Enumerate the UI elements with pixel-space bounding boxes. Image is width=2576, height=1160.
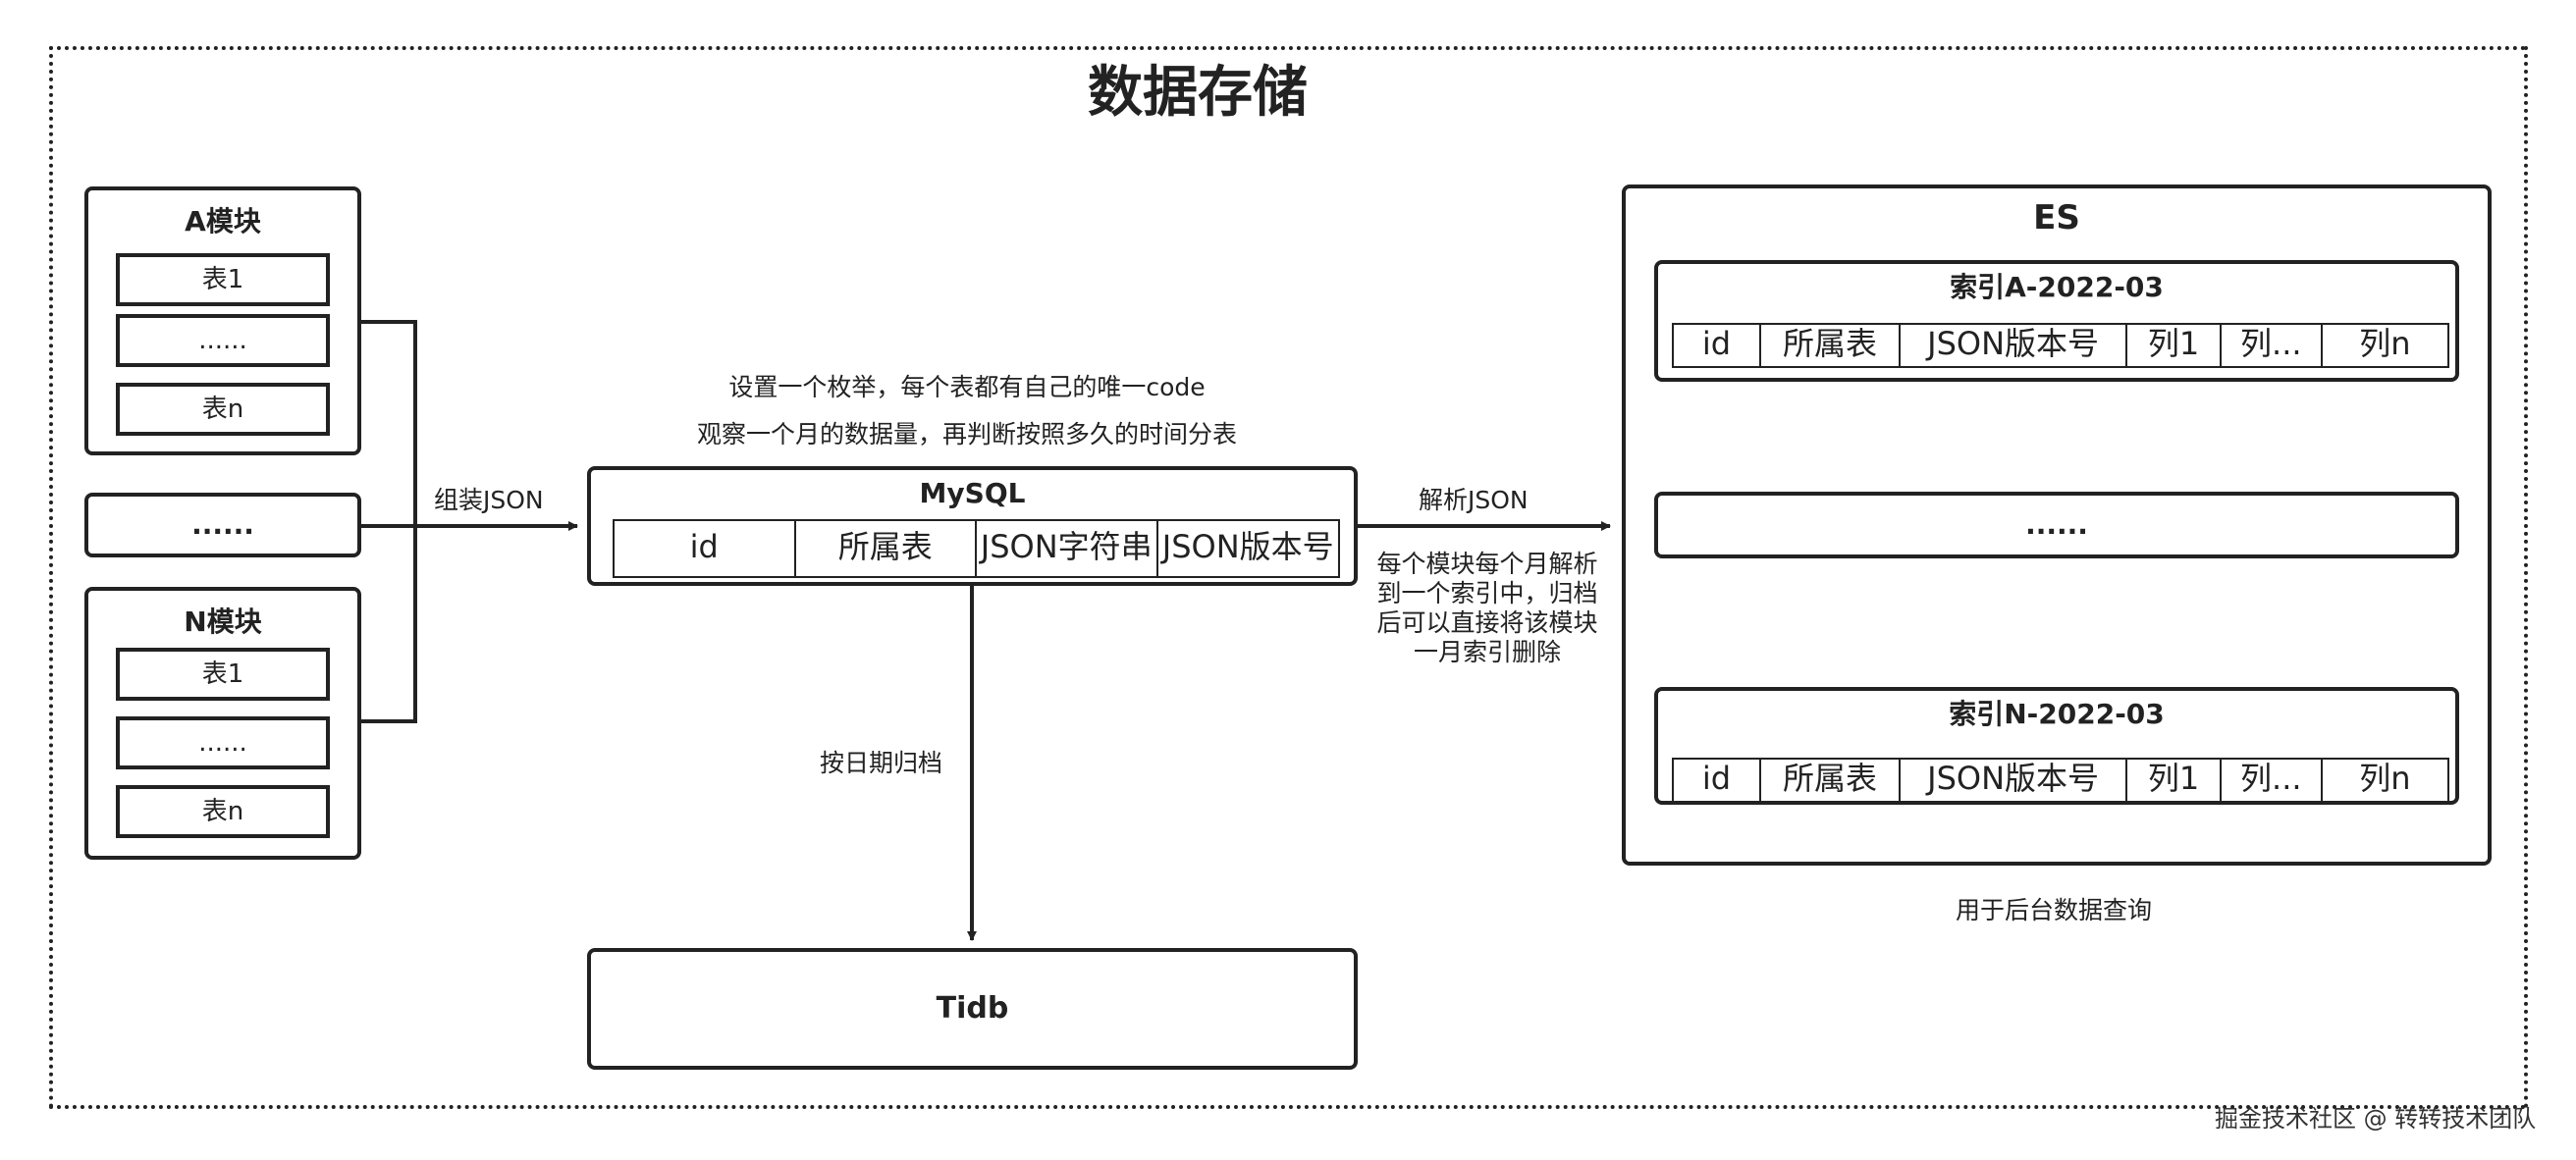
es-a-col-n: 列n xyxy=(2359,325,2411,362)
module-n-title: N模块 xyxy=(184,606,262,638)
module-n-table-ellipsis: ...... xyxy=(116,716,330,769)
es-n-col-n: 列n xyxy=(2359,760,2411,797)
es-caption: 用于后台数据查询 xyxy=(1955,896,2152,924)
diagram-title: 数据存储 xyxy=(1088,61,1308,125)
es-a-col-ellipsis: 列... xyxy=(2222,325,2323,366)
mysql-col-json-string: JSON字符串 xyxy=(977,521,1158,576)
module-ellipsis-box: ...... xyxy=(84,493,361,557)
module-a-title: A模块 xyxy=(185,205,261,237)
parse-note-line: 一月索引删除 xyxy=(1413,638,1561,666)
es-a-col-table: 所属表 xyxy=(1761,325,1902,366)
mysql-columns-row: id 所属表 JSON字符串 JSON版本号 xyxy=(613,519,1340,578)
es-n-col-json-version: JSON版本号 xyxy=(1901,760,2128,801)
watermark: 掘金技术社区 @ 转转技术团队 xyxy=(2215,1105,2537,1133)
es-index-a-box: 索引A-2022-03 id 所属表 JSON版本号 列1 列... 列n xyxy=(1654,260,2459,382)
es-index-a-columns: id 所属表 JSON版本号 列1 列... 列n xyxy=(1672,323,2449,368)
mysql-box: MySQL id 所属表 JSON字符串 JSON版本号 xyxy=(587,466,1358,586)
mysql-title: MySQL xyxy=(919,477,1026,509)
es-index-n-box: 索引N-2022-03 id 所属表 JSON版本号 列1 列... 列n xyxy=(1654,687,2459,805)
parse-json-label: 解析JSON xyxy=(1419,486,1529,514)
module-a-connector xyxy=(361,320,417,723)
parse-json-note: 每个模块每个月解析 到一个索引中，归档 后可以直接将该模块 一月索引删除 xyxy=(1369,550,1605,667)
es-index-n-columns: id 所属表 JSON版本号 列1 列... 列n xyxy=(1672,758,2449,803)
module-a-table-ellipsis: ...... xyxy=(116,314,330,367)
mysql-note-enum: 设置一个枚举，每个表都有自己的唯一code xyxy=(728,373,1206,401)
mysql-col-json-version: JSON版本号 xyxy=(1161,528,1334,565)
es-a-col-json-version: JSON版本号 xyxy=(1901,325,2128,366)
module-n-table-1: 表1 xyxy=(116,648,330,701)
parse-note-line: 到一个索引中，归档 xyxy=(1376,579,1598,607)
es-index-ellipsis-box: ...... xyxy=(1654,492,2459,558)
archive-by-date-label: 按日期归档 xyxy=(820,749,943,777)
es-n-col-table: 所属表 xyxy=(1761,760,1902,801)
mysql-note-partition: 观察一个月的数据量，再判断按照多久的时间分表 xyxy=(696,420,1237,448)
diagram-frame xyxy=(49,46,2528,1109)
es-title: ES xyxy=(2033,198,2080,237)
parse-note-line: 每个模块每个月解析 xyxy=(1376,550,1598,578)
es-a-col-1: 列1 xyxy=(2127,325,2222,366)
es-a-col-id: id xyxy=(1674,325,1761,366)
mysql-col-table: 所属表 xyxy=(796,521,977,576)
es-n-col-ellipsis: 列... xyxy=(2222,760,2323,801)
module-n-table-n: 表n xyxy=(116,785,330,838)
parse-note-line: 后可以直接将该模块 xyxy=(1376,608,1598,637)
mysql-col-id: id xyxy=(615,521,796,576)
assemble-json-label: 组装JSON xyxy=(434,486,544,514)
es-n-col-1: 列1 xyxy=(2127,760,2222,801)
module-a-table-1: 表1 xyxy=(116,253,330,306)
module-a-table-n: 表n xyxy=(116,383,330,436)
es-n-col-id: id xyxy=(1674,760,1761,801)
es-index-a-title: 索引A-2022-03 xyxy=(1950,271,2164,303)
es-index-n-title: 索引N-2022-03 xyxy=(1949,698,2165,730)
tidb-box: Tidb xyxy=(587,948,1358,1070)
